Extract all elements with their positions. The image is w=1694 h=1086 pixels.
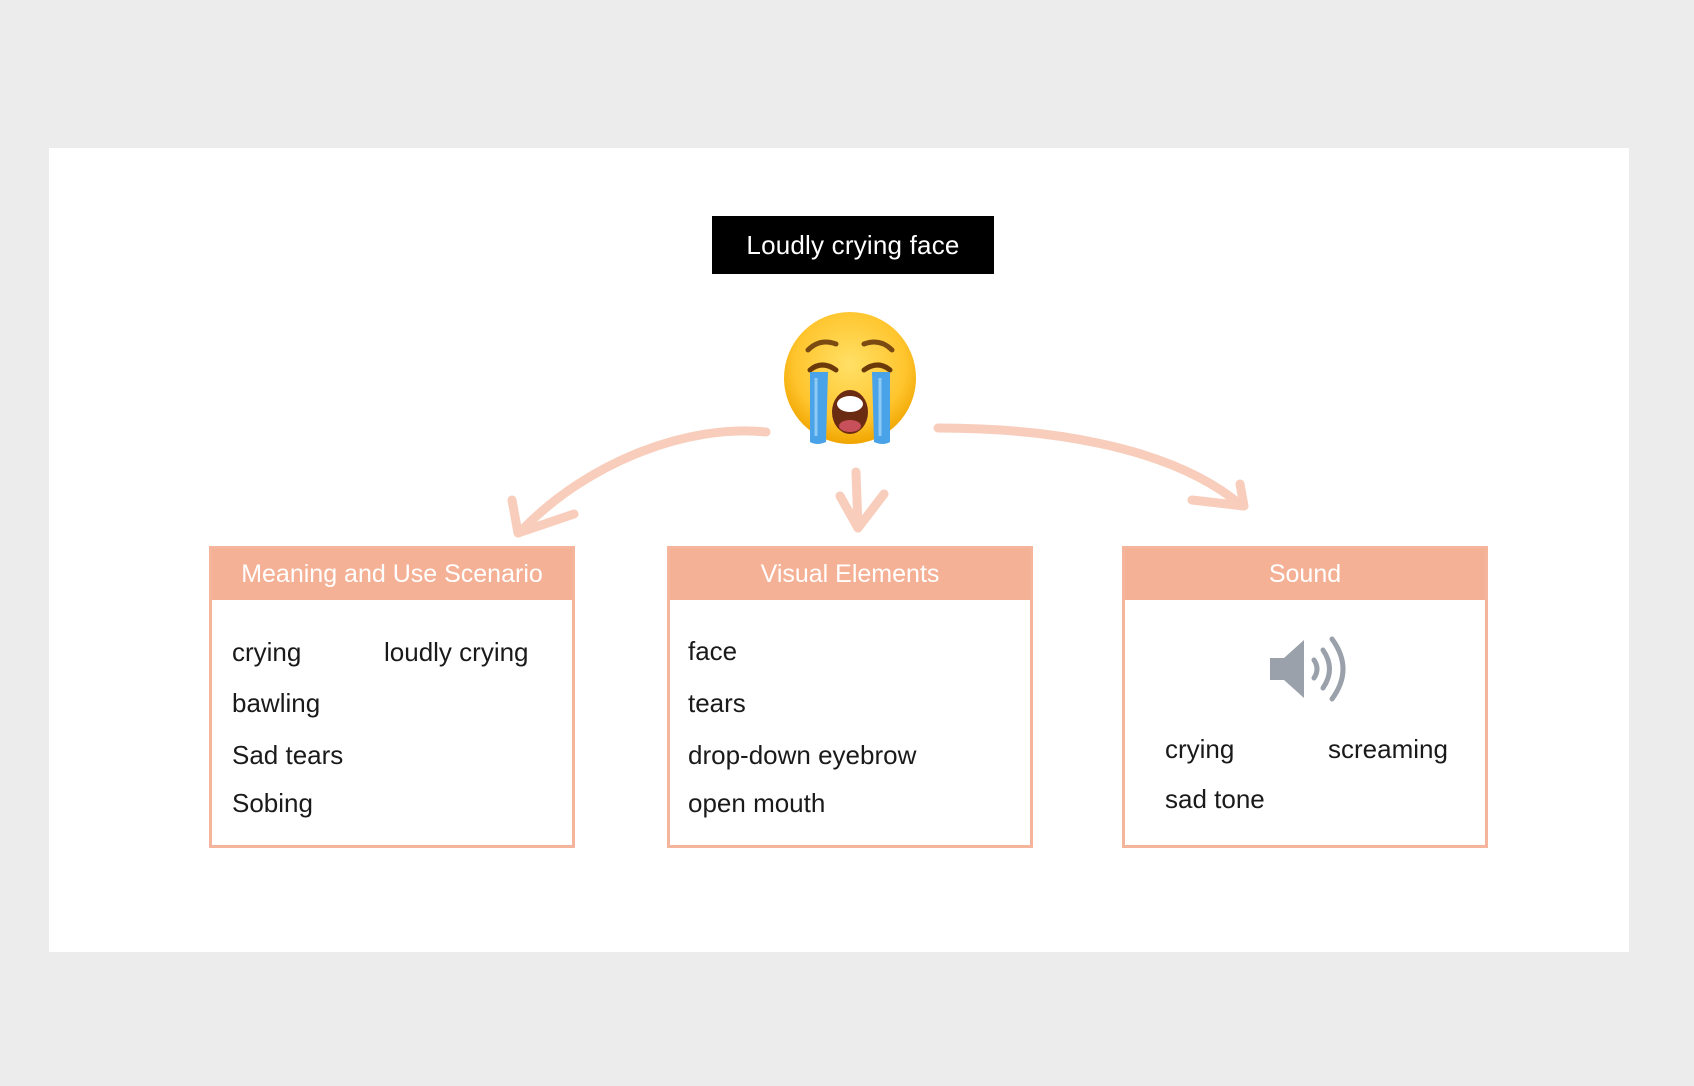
meaning-word: bawling bbox=[232, 688, 321, 718]
meaning-word: Sobing bbox=[232, 788, 313, 818]
speaker-volume-icon bbox=[1270, 636, 1346, 702]
visual-word: open mouth bbox=[688, 788, 826, 818]
meaning-word: Sad tears bbox=[232, 740, 344, 770]
visual-word: tears bbox=[688, 688, 746, 718]
meaning-word: loudly crying bbox=[384, 637, 529, 667]
meaning-word: crying bbox=[232, 637, 302, 667]
visual-box: Visual Elements face tears drop-down eye… bbox=[667, 546, 1033, 848]
visual-word: drop-down eyebrow bbox=[688, 740, 917, 770]
visual-word: face bbox=[688, 636, 738, 666]
sound-word: sad tone bbox=[1165, 784, 1265, 814]
sound-word: screaming bbox=[1328, 734, 1448, 764]
title-label: Loudly crying face bbox=[712, 216, 994, 274]
loudly-crying-face-emoji bbox=[784, 312, 916, 444]
sound-header: Sound bbox=[1125, 549, 1485, 600]
meaning-box: Meaning and Use Scenario crying loudly c… bbox=[209, 546, 575, 848]
meaning-header: Meaning and Use Scenario bbox=[212, 549, 572, 600]
sound-box: Sound crying screaming sad tone bbox=[1122, 546, 1488, 848]
visual-header: Visual Elements bbox=[670, 549, 1030, 600]
sound-word: crying bbox=[1165, 734, 1235, 764]
